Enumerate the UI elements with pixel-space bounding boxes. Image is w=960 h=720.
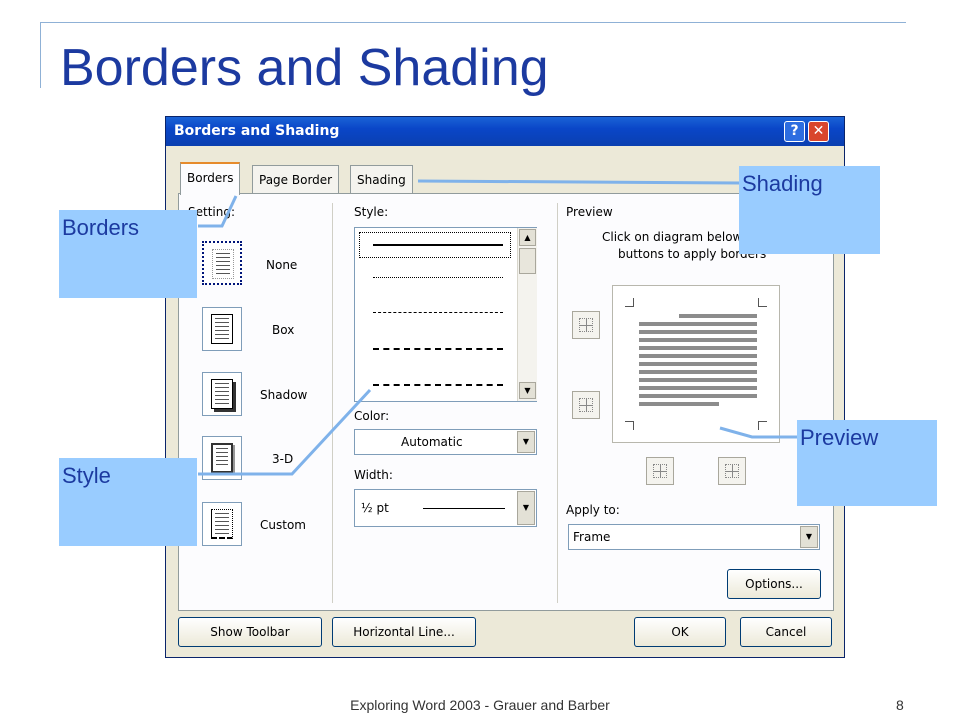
style-line-dashed-small[interactable]: [373, 312, 503, 313]
corner-mark-icon: [758, 421, 767, 430]
preview-text-line: [639, 354, 757, 358]
top-border-button[interactable]: [572, 311, 600, 339]
apply-to-dropdown[interactable]: Frame ▼: [568, 524, 820, 550]
preview-text-line: [639, 346, 757, 350]
style-line-dotted[interactable]: [373, 277, 503, 278]
apply-to-value: Frame: [573, 530, 611, 544]
cancel-button[interactable]: Cancel: [740, 617, 832, 647]
dialog-titlebar[interactable]: Borders and Shading ? ✕: [166, 117, 844, 146]
preview-text-line: [639, 362, 757, 366]
corner-mark-icon: [758, 298, 767, 307]
ok-button[interactable]: OK: [634, 617, 726, 647]
horizontal-line-button[interactable]: Horizontal Line...: [332, 617, 476, 647]
width-dropdown[interactable]: ½ pt ▼: [354, 489, 537, 527]
preview-label: Preview: [566, 205, 613, 219]
right-border-button[interactable]: [718, 457, 746, 485]
color-label: Color:: [354, 409, 390, 423]
style-line-dash-dot[interactable]: [373, 384, 503, 386]
column-divider: [557, 203, 558, 603]
borders-connector: [198, 195, 238, 228]
preview-instruction: Click on diagram below or use: [602, 230, 784, 244]
callout-preview: Preview: [797, 420, 937, 506]
page-icon: [211, 509, 233, 539]
style-line-dashed[interactable]: [373, 348, 503, 350]
setting-custom-label: Custom: [260, 518, 306, 532]
setting-none-button[interactable]: [202, 241, 242, 285]
preview-text-line: [679, 314, 757, 318]
page-number: 8: [896, 697, 904, 713]
callout-shading: Shading: [739, 166, 880, 254]
preview-text-line: [639, 402, 719, 406]
tab-borders[interactable]: Borders: [180, 162, 241, 195]
chevron-down-icon[interactable]: ▼: [517, 431, 535, 453]
borders-and-shading-dialog: Borders and Shading ? ✕ Borders Page Bor…: [165, 116, 845, 658]
close-button[interactable]: ✕: [808, 121, 829, 142]
tab-page-border[interactable]: Page Border: [252, 165, 340, 193]
dialog-title: Borders and Shading: [174, 123, 340, 139]
apply-to-label: Apply to:: [566, 503, 620, 517]
preview-instruction: buttons to apply borders: [618, 247, 767, 261]
setting-none-label: None: [266, 258, 298, 272]
style-scrollbar[interactable]: ▲ ▼: [517, 228, 537, 401]
page-icon: [211, 443, 233, 473]
tab-shading[interactable]: Shading: [350, 165, 413, 193]
corner-mark-icon: [625, 421, 634, 430]
preview-text-line: [639, 394, 757, 398]
style-connector: [198, 388, 372, 476]
preview-connector: [719, 426, 798, 439]
preview-text-line: [639, 330, 757, 334]
setting-box-button[interactable]: [202, 307, 242, 351]
setting-label: Setting:: [188, 205, 236, 219]
slide-footer: Exploring Word 2003 - Grauer and Barber: [350, 697, 610, 713]
preview-text-line: [639, 322, 757, 326]
scroll-down-icon[interactable]: ▼: [519, 382, 536, 399]
top-rule: [40, 22, 906, 23]
shading-connector: [417, 179, 741, 185]
corner-mark-icon: [625, 298, 634, 307]
preview-text-line: [639, 338, 757, 342]
page-icon: [211, 314, 233, 344]
help-button[interactable]: ?: [784, 121, 805, 142]
slide-title: Borders and Shading: [60, 39, 549, 97]
show-toolbar-button[interactable]: Show Toolbar: [178, 617, 322, 647]
preview-text-line: [639, 370, 757, 374]
preview-text-line: [639, 386, 757, 390]
width-sample-line: [423, 508, 505, 509]
preview-text-line: [639, 378, 757, 382]
width-label: Width:: [354, 468, 393, 482]
style-listbox[interactable]: ▲ ▼: [354, 227, 537, 402]
style-selection-focus: [359, 232, 511, 258]
color-dropdown[interactable]: Automatic ▼: [354, 429, 537, 455]
scroll-thumb[interactable]: [519, 248, 536, 274]
page-icon: [211, 379, 233, 409]
callout-style: Style: [59, 458, 197, 546]
style-label: Style:: [354, 205, 389, 219]
setting-3d-label: 3-D: [272, 452, 294, 466]
chevron-down-icon[interactable]: ▼: [800, 526, 818, 548]
column-divider: [332, 203, 333, 603]
left-border-button[interactable]: [646, 457, 674, 485]
chevron-down-icon[interactable]: ▼: [517, 491, 535, 525]
setting-custom-button[interactable]: [202, 502, 242, 546]
width-value: ½ pt: [361, 501, 389, 515]
setting-box-label: Box: [272, 323, 295, 337]
style-line-solid[interactable]: [373, 244, 503, 246]
setting-shadow-button[interactable]: [202, 372, 242, 416]
options-button[interactable]: Options...: [727, 569, 821, 599]
page-icon: [212, 249, 234, 279]
border-preview-diagram[interactable]: [612, 285, 780, 443]
bottom-border-button[interactable]: [572, 391, 600, 419]
left-rule: [40, 22, 41, 88]
color-value: Automatic: [401, 435, 463, 449]
setting-shadow-label: Shadow: [260, 388, 308, 402]
scroll-up-icon[interactable]: ▲: [519, 229, 536, 246]
callout-borders: Borders: [59, 210, 197, 298]
